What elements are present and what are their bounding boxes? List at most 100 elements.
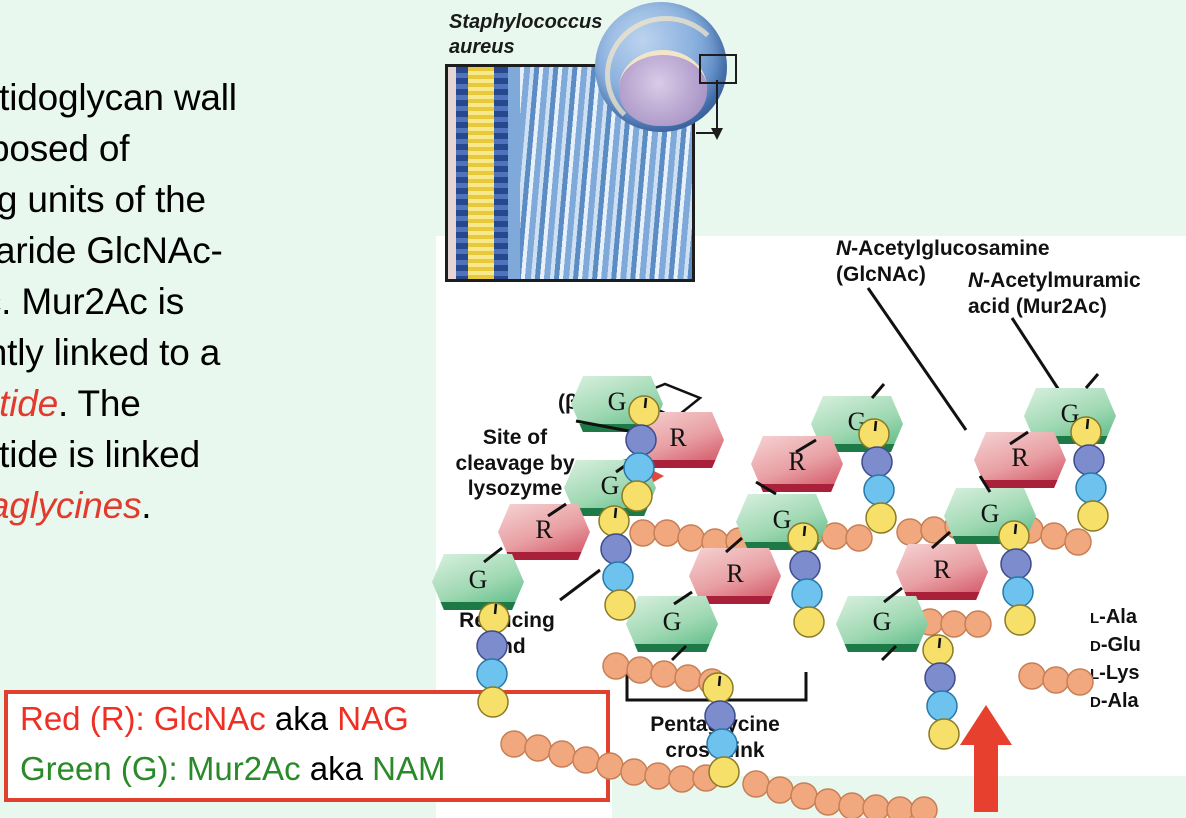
glycosidic-bonds-group — [483, 373, 1100, 662]
label-mur2ac: N-Acetylmuramic acid (Mur2Ac) — [968, 268, 1183, 319]
body-text-line-9-suffix: . — [141, 485, 152, 526]
sugar-symbol-g: G — [1060, 399, 1080, 428]
body-text-line-6: alently linked to a — [0, 332, 221, 373]
stereo-d-ala: D — [1090, 694, 1101, 711]
tetrapeptide-column — [1070, 416, 1109, 532]
body-text-line-7-suffix: . The — [58, 383, 141, 424]
sugar-symbol-r: R — [726, 559, 744, 588]
tetrapeptide-column — [787, 522, 825, 638]
label-mur2ac-italic-n: N — [968, 269, 984, 292]
callout-selection-rect — [699, 54, 737, 84]
membrane-phospholipid-heads-outer — [456, 67, 468, 279]
legend-row-green: Green (G): Mur2Ac aka NAM — [8, 744, 606, 794]
amino-acid-item-d-glu: D-Glu — [1090, 632, 1141, 660]
sugar-symbol-g: G — [980, 499, 1000, 528]
label-glcnac-italic-n: N — [836, 237, 852, 260]
sugar-hexagon-g: G — [626, 596, 718, 652]
label-cleavage-line3: lysozyme — [467, 477, 563, 501]
sugar-hexagon-r: R — [498, 504, 590, 560]
emphasis-pentaglycines: entaglycines — [0, 485, 142, 526]
callout-arrow-icon — [711, 80, 723, 140]
body-text-line-9: entaglycines. — [0, 480, 438, 531]
legend-label-red: Red (R): — [20, 700, 145, 737]
label-cleavage-line1: Site of — [482, 426, 548, 449]
legend-box: Red (R): GlcNAc aka NAG Green (G): Mur2A… — [4, 690, 610, 802]
sugar-symbol-r: R — [669, 423, 687, 452]
stereo-l-ala: L — [1090, 610, 1100, 627]
name-d-ala: -Ala — [1100, 690, 1139, 712]
tetrapeptide-column — [858, 418, 897, 534]
sugar-symbol-g: G — [607, 387, 627, 416]
label-mur2ac-rest: -Acetylmuramic — [983, 269, 1141, 292]
callout-connector-line — [696, 132, 718, 134]
body-text-block: peptidoglycan wall omposed of ating unit… — [0, 72, 438, 531]
sugar-symbol-r: R — [535, 515, 553, 544]
name-d-glu: -Glu — [1100, 634, 1141, 656]
tetrapeptide-column — [476, 602, 510, 718]
sugar-symbol-r: R — [1011, 443, 1029, 472]
emphasis-tetrapeptide: peptide — [0, 383, 58, 424]
sugar-hexagon-r: R — [896, 544, 988, 600]
stereo-d-glu: D — [1090, 638, 1101, 655]
amino-acid-item-l-ala: L-Ala — [1090, 604, 1141, 632]
sugar-hexagon-r: R — [689, 548, 781, 604]
label-mur2ac-line1: N-Acetylmuramic — [968, 268, 1183, 294]
amino-acid-item-d-ala: D-Ala — [1090, 688, 1141, 716]
peptidoglycan-network: G R G R G G R G R G G R G R G — [432, 236, 1186, 818]
sugar-symbol-r: R — [788, 447, 806, 476]
label-glcnac-line1: N-Acetylglucosamine — [836, 236, 1050, 262]
label-glcnac: N-Acetylglucosamine (GlcNAc) — [836, 236, 1050, 287]
tetrapeptide-column-keyed — [922, 634, 960, 750]
body-text-line-4: ccharide GlcNAc- — [0, 230, 223, 271]
cell-wall-arc — [605, 16, 727, 134]
inset-title-species: aureus — [449, 36, 515, 58]
left-panel-background — [0, 0, 436, 818]
sugar-symbol-g: G — [872, 607, 892, 636]
tetrapeptide-column — [621, 395, 660, 512]
sugar-hexagon-r: R — [974, 432, 1066, 488]
sugar-symbol-g: G — [600, 471, 620, 500]
inset-title: Staphylococcus aureus — [449, 10, 649, 60]
bond-lines — [483, 373, 1100, 662]
body-text-line-1: peptidoglycan wall — [0, 77, 237, 118]
legend-row-red: Red (R): GlcNAc aka NAG — [8, 694, 606, 744]
sugar-symbol-g: G — [468, 565, 488, 594]
sugar-symbol-g: G — [662, 607, 682, 636]
body-text-line-8: peptide is linked — [0, 434, 200, 475]
legend-term-glcnac: GlcNAc — [153, 700, 266, 737]
body-text-line-7: peptide. The — [0, 378, 438, 429]
membrane-lipid-tails — [468, 67, 494, 279]
label-glcnac-rest: -Acetylglucosamine — [851, 237, 1050, 260]
membrane-phospholipid-heads-inner — [494, 67, 508, 279]
label-cleavage-line2: cleavage by — [455, 451, 575, 475]
tetrapeptide-column — [998, 520, 1036, 636]
staphylococcus-inset: Staphylococcus aureus — [443, 2, 737, 320]
tetrapeptide-column — [702, 672, 740, 788]
cytoplasm-region — [619, 50, 707, 126]
label-lysozyme-cleavage-site: Site of cleavage by lysozyme — [440, 425, 590, 502]
sugar-symbol-g: G — [772, 505, 792, 534]
amino-acid-key: L-Ala D-Glu L-Lys D-Ala — [1090, 604, 1141, 716]
peptide-attachment-bonds — [493, 397, 1090, 687]
tetrapeptide-column — [598, 505, 636, 621]
sugar-hexagon-g: G — [432, 554, 524, 610]
legend-connector-red: aka — [274, 700, 329, 737]
sugar-symbol-r: R — [933, 555, 951, 584]
body-text-line-5: 2Ac. Mur2Ac is — [0, 281, 184, 322]
tetrapeptide-chains-group — [476, 395, 1109, 788]
body-text-line-3: ating units of the — [0, 179, 206, 220]
amino-acid-item-l-lys: L-Lys — [1090, 660, 1141, 688]
legend-alias-nag: NAG — [337, 700, 409, 737]
name-l-ala: -Ala — [1099, 606, 1137, 628]
inset-title-genus: Staphylococcus — [449, 11, 603, 33]
name-l-lys: -Lys — [1099, 662, 1140, 684]
sugar-hexagon-r: R — [751, 436, 843, 492]
stereo-l-lys: L — [1090, 666, 1100, 683]
sugar-hexagon-g: G — [836, 596, 928, 652]
label-glcnac-line2: (GlcNAc) — [836, 262, 926, 286]
legend-label-green: Green (G): — [20, 750, 178, 787]
legend-term-mur2ac: Mur2Ac — [186, 750, 301, 787]
label-mur2ac-line2: acid (Mur2Ac) — [968, 294, 1107, 318]
legend-alias-nam: NAM — [372, 750, 446, 787]
